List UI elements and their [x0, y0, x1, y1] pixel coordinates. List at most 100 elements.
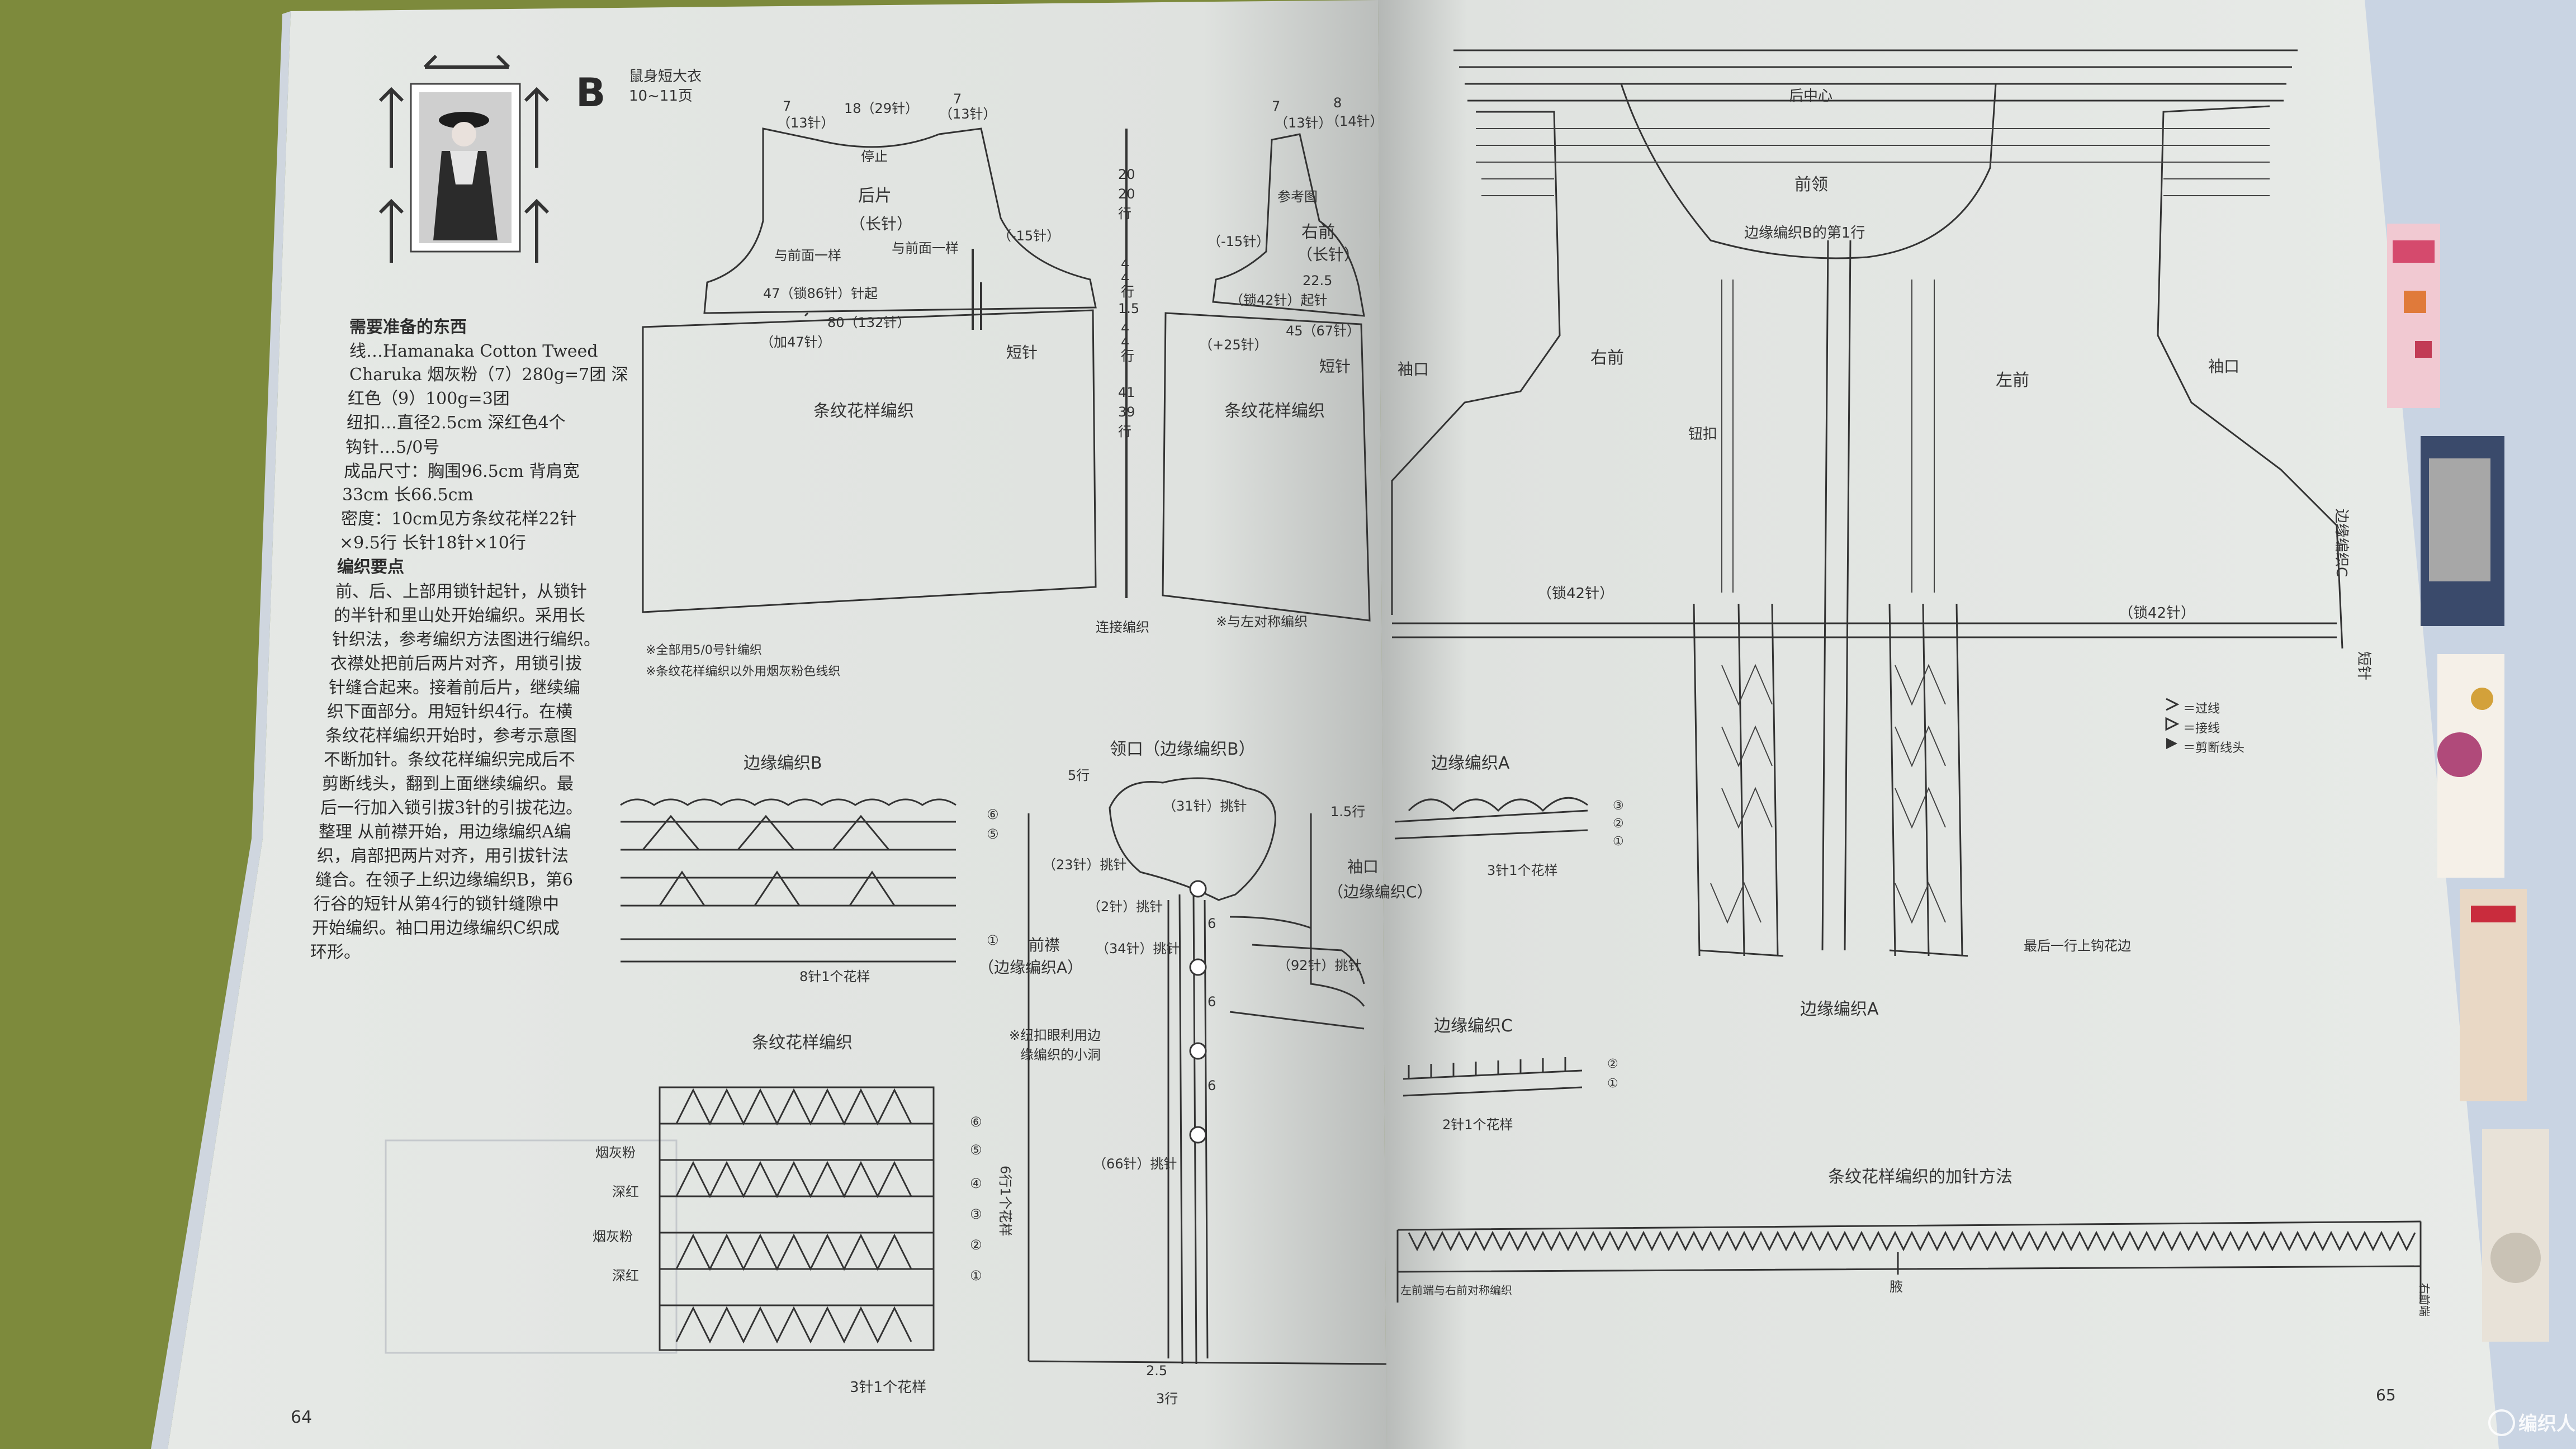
svg-text:①: ①: [1613, 835, 1624, 849]
svg-text:4: 4: [1121, 334, 1129, 350]
edge-a-chart: [1394, 797, 1588, 840]
increase-left-label: 左前端与右前对称编织: [1400, 1284, 1512, 1297]
instruction-line: 行谷的短针从第4行的锁针缝隙中: [314, 894, 559, 914]
svg-text:4: 4: [1121, 320, 1129, 336]
svg-text:后中心: 后中心: [1789, 88, 1832, 105]
svg-text:41: 41: [1118, 385, 1135, 400]
points-heading: 编织要点: [337, 557, 404, 577]
svg-text:（锁42针）: （锁42针）: [1537, 585, 1614, 602]
vertical-dimensions: 20 20 行 4 4 行 1.5 4 4 行 41 39 行 连接编织: [1096, 167, 1149, 635]
svg-text:（92针）挑针: （92针）挑针: [1277, 958, 1362, 973]
svg-text:③: ③: [970, 1206, 982, 1222]
button-line: 纽扣…直径2.5cm 深红色4个: [347, 413, 566, 433]
svg-text:行: 行: [1121, 284, 1134, 300]
svg-text:1.5行: 1.5行: [1330, 804, 1365, 820]
symbol-legend: ＝过线 ＝接线 ＝剪断线头: [2165, 698, 2244, 755]
edge-b-title: 边缘编织B: [744, 754, 822, 773]
materials-block: 需要准备的东西 线…Hamanaka Cotton Tweed Charuka …: [337, 318, 628, 577]
svg-text:（长针）: （长针）: [1297, 245, 1360, 264]
svg-text:与前面一样: 与前面一样: [892, 240, 959, 256]
svg-text:6: 6: [1208, 916, 1216, 931]
svg-text:①: ①: [1607, 1077, 1618, 1091]
svg-text:烟灰粉: 烟灰粉: [593, 1229, 633, 1244]
instruction-line: 后一行加入锁引拔3针的引拔花边。: [320, 798, 583, 818]
svg-text:条纹花样编织: 条纹花样编织: [1224, 401, 1325, 421]
svg-text:（23针）挑针: （23针）挑针: [1043, 857, 1127, 873]
edge-a-title: 边缘编织A: [1431, 754, 1510, 773]
stripe-chart-title: 条纹花样编织: [752, 1033, 853, 1053]
svg-text:①: ①: [987, 932, 999, 948]
yoke-labels: 后中心 前领 边缘编织B的第1行 右前 左前 袖口 袖口 钮扣 （锁42针） （…: [1398, 88, 2372, 680]
svg-text:⑥: ⑥: [970, 1114, 982, 1130]
svg-text:（13针）: （13针）: [1275, 115, 1332, 131]
svg-text:停止: 停止: [861, 149, 888, 164]
svg-text:（-15针）: （-15针）: [1208, 234, 1270, 249]
svg-text:（+25针）: （+25针）: [1199, 337, 1268, 353]
svg-text:7: 7: [1272, 98, 1280, 114]
instructions-block: 前、后、上部用锁针起针，从锁针 的半针和里山处开始编织。采用长 针织法，参考编织…: [310, 582, 600, 962]
svg-text:80（132针）: 80（132针）: [827, 315, 910, 330]
svg-text:前领: 前领: [1794, 175, 1828, 195]
edge-b-row-markers: ⑥ ⑤ ①: [987, 807, 999, 948]
svg-text:深红: 深红: [612, 1268, 639, 1284]
instruction-line: 织，肩部把两片对齐，用引拔针法: [317, 846, 569, 866]
increase-right-label: 右前端: [2418, 1283, 2431, 1317]
increase-method-chart: [1396, 1220, 2422, 1303]
svg-text:袖口: 袖口: [1347, 858, 1379, 876]
svg-text:＝过线: ＝过线: [2183, 702, 2220, 716]
instruction-line: 针织法，参考编织方法图进行编织。: [332, 630, 600, 650]
size-line-1: 成品尺寸：胸围96.5cm 背肩宽: [344, 462, 580, 481]
edge-a-bottom-label: 边缘编织A: [1800, 1000, 1879, 1019]
badge-letter: B: [576, 70, 605, 116]
right-page: [1378, 0, 2499, 1449]
svg-text:3行: 3行: [1156, 1391, 1178, 1407]
instruction-line: 的半针和里山处开始编织。采用长: [334, 606, 585, 626]
svg-text:45（67针）: 45（67针）: [1286, 323, 1360, 339]
svg-text:2.5: 2.5: [1146, 1363, 1167, 1379]
collar-labels: 5行 （31针）挑针 （23针）挑针 （2针）挑针 前襟 （边缘编织A） （34…: [978, 768, 1433, 1407]
svg-text:深红: 深红: [612, 1184, 639, 1200]
stripe-row-markers: ⑥ ⑤ ④ ③ ② ①: [970, 1114, 982, 1284]
svg-text:②: ②: [970, 1237, 982, 1253]
back-piece-schematic: [642, 127, 1097, 613]
stripe-chart: [659, 1086, 935, 1351]
svg-text:前襟: 前襟: [1029, 936, 1060, 954]
svg-text:短针: 短针: [1006, 343, 1038, 362]
svg-text:8: 8: [1333, 95, 1342, 111]
svg-text:（加47针）: （加47针）: [760, 334, 831, 350]
svg-text:＝接线: ＝接线: [2183, 722, 2220, 736]
watermark: 编织人生: [2488, 1409, 2576, 1436]
svg-text:（14针）: （14针）: [1326, 113, 1384, 129]
svg-text:钮扣: 钮扣: [1688, 426, 1717, 443]
svg-text:4: 4: [1121, 256, 1129, 272]
svg-text:编织人生: 编织人生: [2518, 1413, 2576, 1435]
svg-text:（边缘编织A）: （边缘编织A）: [978, 958, 1083, 977]
right-front-schematic: [1162, 133, 1371, 622]
svg-text:7: 7: [783, 98, 791, 114]
svg-text:短针: 短针: [2355, 651, 2372, 680]
yarn-line-2: Charuka 烟灰粉（7）280g=7团 深: [349, 365, 628, 385]
thumbnail-strip: [2387, 224, 2549, 1342]
svg-text:④: ④: [970, 1176, 982, 1191]
svg-text:1.5: 1.5: [1118, 301, 1139, 316]
back-piece-labels: 7 18（29针） 7 （13针） （13针） 停止 后片 （长针） 与前面一样…: [646, 91, 1060, 679]
svg-text:左前: 左前: [1996, 371, 2029, 390]
page-number-left: 64: [291, 1408, 312, 1427]
instruction-line: 环形。: [310, 943, 361, 962]
svg-text:7: 7: [953, 91, 962, 107]
dimension-arrows: [972, 129, 1128, 598]
svg-text:烟灰粉: 烟灰粉: [595, 1145, 636, 1161]
edge-a-repeat: 3针1个花样: [1487, 863, 1558, 878]
materials-heading: 需要准备的东西: [349, 318, 467, 337]
instruction-line: 整理 从前襟开始，用边缘编织A编: [319, 822, 571, 842]
svg-text:行: 行: [1118, 206, 1131, 221]
svg-text:右前: 右前: [1590, 348, 1624, 368]
increase-method-title: 条纹花样编织的加针方法: [1828, 1167, 2012, 1187]
instruction-line: 不断加针。条纹花样编织完成后不: [324, 750, 575, 770]
svg-text:20: 20: [1118, 167, 1135, 182]
yarn-line-3: 红色（9）100g=3团: [348, 389, 510, 409]
svg-text:（34针）挑针: （34针）挑针: [1096, 941, 1180, 956]
right-front-labels: 7 8 （13针） （14针） 参考图 右前 （长针） （-15针） 22.5 …: [1199, 95, 1384, 629]
svg-text:4: 4: [1121, 270, 1129, 286]
